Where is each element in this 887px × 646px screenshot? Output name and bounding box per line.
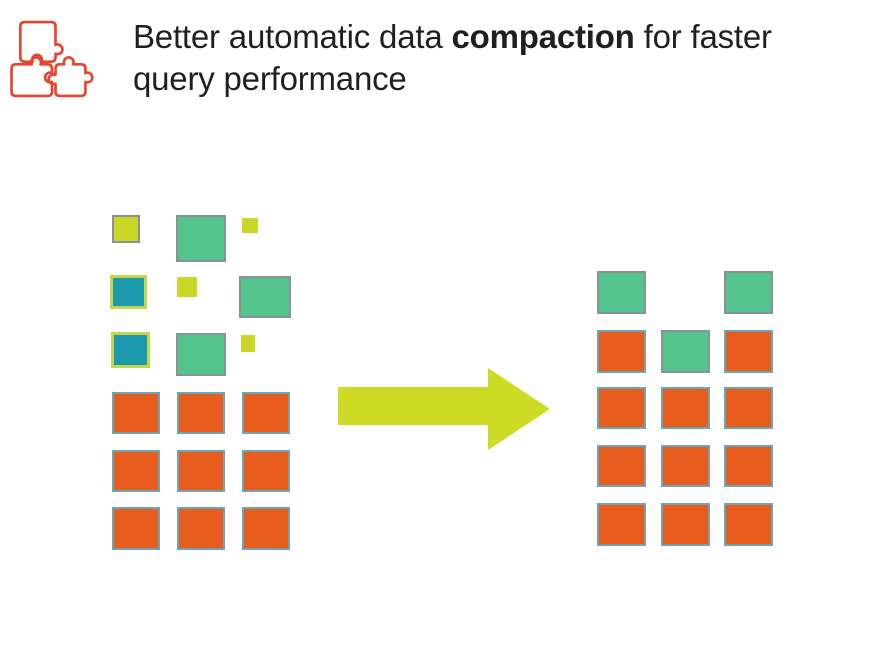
data-file-square	[597, 387, 646, 429]
title-text: Better automatic data	[133, 18, 452, 55]
data-file-square	[597, 503, 646, 546]
data-file-square	[242, 450, 290, 492]
data-file-square	[242, 218, 258, 233]
data-file-square	[177, 392, 225, 434]
data-file-square	[176, 333, 226, 376]
data-file-square	[177, 277, 197, 297]
data-file-square	[661, 503, 710, 546]
data-file-square	[724, 271, 773, 314]
title-bold-word: compaction	[451, 18, 635, 55]
title-line-1: Better automatic data compaction for fas…	[133, 16, 863, 58]
slide-title: Better automatic data compaction for fas…	[133, 16, 863, 100]
data-file-square	[112, 215, 140, 243]
data-file-square	[242, 507, 290, 550]
title-line-2: query performance	[133, 60, 407, 97]
right-arrow-shape	[338, 368, 550, 450]
title-text: for faster	[634, 18, 772, 55]
data-file-square	[241, 335, 255, 352]
data-file-square	[724, 503, 773, 546]
data-file-square	[661, 387, 710, 429]
data-file-square	[112, 507, 160, 550]
data-file-square	[176, 215, 226, 262]
puzzle-piece-bottom-right	[47, 56, 94, 98]
data-file-square	[724, 445, 773, 487]
data-file-square	[597, 445, 646, 487]
data-file-square	[112, 450, 160, 492]
right-arrow-icon	[338, 368, 550, 450]
data-file-square	[242, 392, 290, 434]
data-file-square	[724, 330, 773, 373]
data-file-square	[177, 450, 225, 492]
data-file-square	[661, 330, 710, 373]
data-file-square	[597, 271, 646, 314]
puzzle-piece-top-left	[19, 20, 64, 63]
data-file-square	[661, 445, 710, 487]
data-file-square	[239, 276, 291, 318]
data-file-square	[597, 330, 646, 373]
data-file-square	[111, 332, 150, 368]
compaction-arrow	[338, 365, 552, 458]
puzzle-icon	[10, 20, 94, 98]
data-file-square	[724, 387, 773, 429]
data-file-square	[110, 275, 147, 309]
data-file-square	[112, 392, 160, 434]
data-file-square	[177, 507, 225, 550]
